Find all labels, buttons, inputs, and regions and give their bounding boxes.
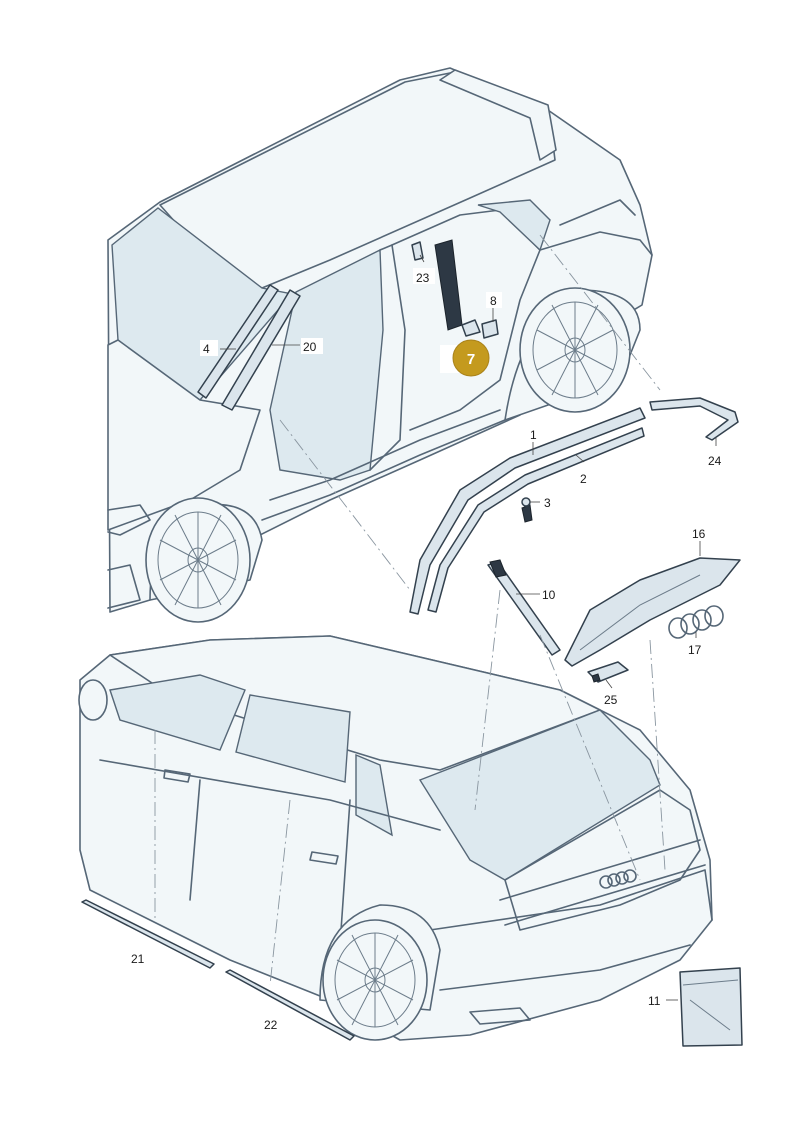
sill-trims (81, 899, 355, 1041)
reference-lines (154, 234, 666, 986)
callout-labels: 4 20 23 8 1 2 3 10 24 16 17 25 21 22 11 (128, 268, 728, 1032)
callout-7[interactable]: 7 (467, 351, 475, 368)
callout-25: 25 (604, 693, 618, 707)
callout-2: 2 (580, 472, 587, 486)
leader-lines (220, 254, 717, 1001)
b-pillar-parts (411, 239, 499, 339)
bag-part (679, 967, 743, 1047)
callout-3: 3 (544, 496, 551, 510)
roof-rail-trims (409, 407, 646, 615)
c-pillar-trim (487, 559, 561, 656)
callout-1: 1 (530, 428, 537, 442)
tailgate-trim (564, 557, 741, 667)
callout-20: 20 (303, 340, 317, 354)
callout-16: 16 (692, 527, 706, 541)
callout-4: 4 (203, 342, 210, 356)
small-trim-part (587, 661, 629, 683)
lower-car-illustration (78, 635, 713, 1041)
callout-11: 11 (648, 994, 661, 1008)
callout-24: 24 (708, 454, 722, 468)
a-pillar-trims (197, 284, 301, 411)
callout-23: 23 (416, 271, 430, 285)
callout-10: 10 (542, 588, 556, 602)
callout-21: 21 (131, 952, 145, 966)
callout-22: 22 (264, 1018, 278, 1032)
upper-car-illustration (107, 67, 653, 623)
rear-spoiler-trim (649, 397, 739, 441)
callout-8: 8 (490, 294, 497, 308)
rings-emblem (668, 605, 724, 639)
highlighted-callout-7[interactable]: 7 (440, 339, 490, 377)
highlight-badge[interactable] (452, 339, 490, 377)
callout-17: 17 (688, 643, 702, 657)
